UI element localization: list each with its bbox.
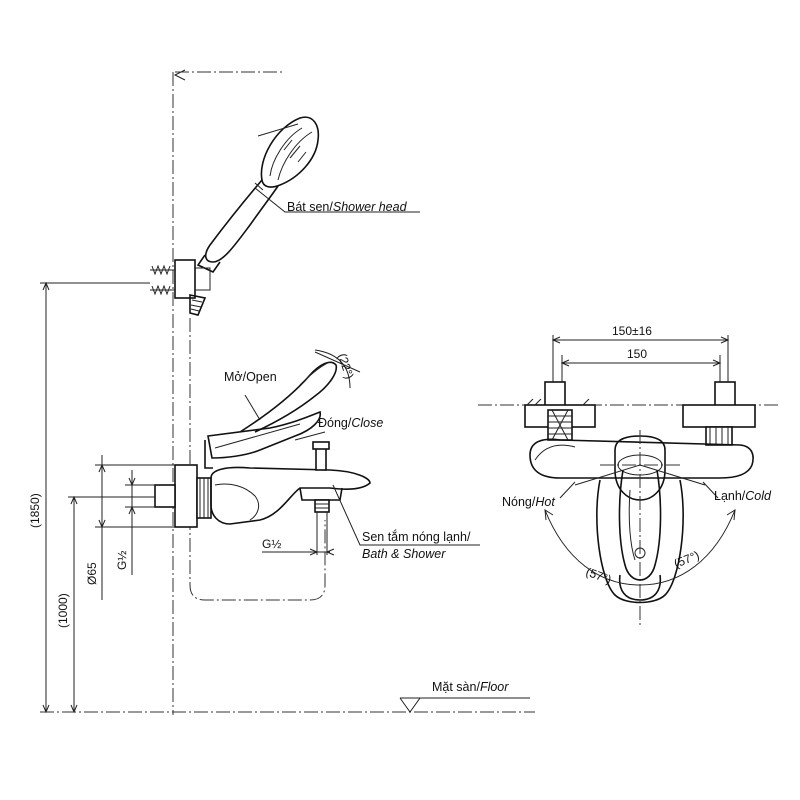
cold-label: Lạnh/Cold bbox=[714, 489, 772, 503]
close-label: Đóng/Close bbox=[318, 416, 383, 430]
spacing-inner-label: 150 bbox=[627, 347, 647, 361]
thread-bottom-label: G½ bbox=[262, 537, 281, 551]
right-angle-label: (57°) bbox=[672, 548, 701, 571]
lever-open bbox=[239, 349, 361, 433]
thread-dimension-bottom bbox=[262, 548, 335, 556]
shower-head bbox=[196, 116, 320, 274]
height-1000-label: (1000) bbox=[56, 593, 70, 628]
floor-line bbox=[40, 697, 535, 713]
front-spout-outline bbox=[596, 479, 684, 604]
cold-inlet bbox=[682, 381, 756, 446]
hot-label: Nóng/Hot bbox=[502, 495, 555, 509]
thread-left-label: G½ bbox=[115, 551, 129, 570]
height-1850-label: (1850) bbox=[28, 493, 42, 528]
hot-inlet bbox=[524, 381, 596, 441]
rotation-arc bbox=[544, 464, 736, 586]
top-marker bbox=[173, 69, 285, 81]
bath-shower-label-vi: Sen tắm nóng lạnh/ bbox=[362, 529, 471, 544]
thread-dimension-left bbox=[125, 470, 155, 575]
leader-cold bbox=[702, 481, 719, 499]
leader-hot bbox=[559, 481, 576, 499]
front-handle bbox=[600, 430, 680, 625]
open-angle-label: (22°) bbox=[335, 352, 356, 381]
bath-shower-label-en: Bath & Shower bbox=[362, 547, 446, 561]
shower-hose bbox=[189, 318, 326, 601]
spacing-dimension-inner bbox=[560, 355, 722, 385]
spacing-outer-label: 150±16 bbox=[612, 324, 652, 338]
floor-label: Mặt sàn/Floor bbox=[432, 680, 509, 694]
height-dimension-1850 bbox=[40, 281, 150, 714]
open-label: Mở/Open bbox=[224, 370, 277, 384]
leader-bath-shower bbox=[332, 484, 480, 546]
height-dimension-1000 bbox=[68, 495, 155, 714]
diameter-dimension bbox=[95, 455, 175, 600]
shower-head-label: Bát sen/Shower head bbox=[287, 200, 408, 214]
faucet-body bbox=[154, 441, 371, 555]
leader-shower-head bbox=[254, 187, 420, 213]
hose-coupling bbox=[189, 294, 207, 316]
left-angle-label: (57°) bbox=[584, 565, 613, 587]
leader-close bbox=[294, 431, 326, 441]
diameter-65-label: Ø65 bbox=[85, 562, 99, 585]
lever-closed bbox=[204, 410, 321, 469]
spacing-dimension-outer bbox=[551, 335, 730, 385]
leader-open bbox=[244, 394, 261, 421]
front-body bbox=[529, 438, 754, 479]
wall-bracket bbox=[150, 259, 211, 299]
